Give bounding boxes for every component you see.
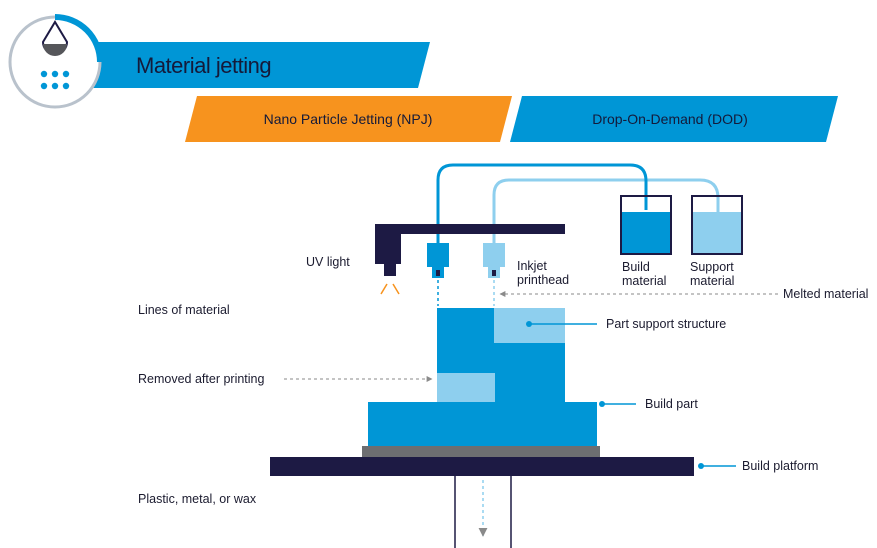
uv-rays (380, 283, 400, 295)
build-material-label-line2: material (622, 274, 666, 288)
labels: UV light Inkjet printhead Build material… (138, 255, 868, 506)
printhead-carriage (375, 224, 565, 306)
page-title: Material jetting (136, 53, 271, 78)
lines-of-material-label: Lines of material (138, 303, 230, 317)
build-platform-label: Build platform (742, 459, 818, 473)
inkjet-label-line2: printhead (517, 273, 569, 287)
support-material-label-line1: Support (690, 260, 734, 274)
build-part-label: Build part (645, 397, 698, 411)
part-support-structure-label: Part support structure (606, 317, 726, 331)
build-platform (270, 457, 694, 476)
title-banner (60, 42, 430, 88)
carriage-bar (375, 224, 565, 234)
build-stack (270, 308, 694, 548)
header: Material jetting Nano Particle Jetting (… (8, 14, 838, 142)
uv-light-lamp (384, 264, 396, 276)
droplet-dots-icon (8, 14, 103, 109)
inkjet-label-line1: Inkjet (517, 259, 547, 273)
tab-npj[interactable]: Nano Particle Jetting (NPJ) (185, 96, 512, 142)
build-material-label-line1: Build (622, 260, 650, 274)
build-material-tank (620, 195, 672, 255)
tab-npj-label: Nano Particle Jetting (NPJ) (264, 111, 433, 127)
removed-after-printing-label: Removed after printing (138, 372, 265, 386)
tab-dod-label: Drop-On-Demand (DOD) (592, 111, 748, 127)
build-part-base (368, 402, 597, 446)
uv-light-label: UV light (306, 255, 350, 269)
support-printhead (483, 243, 505, 278)
support-material-label-line2: material (690, 274, 734, 288)
feed-tubes (436, 163, 720, 243)
platform-plate (362, 446, 600, 457)
uv-light-housing (375, 224, 401, 264)
melted-material-label: Melted material (783, 287, 868, 301)
build-feed-tube (436, 163, 648, 243)
support-material-tank (691, 195, 743, 255)
plastic-metal-wax-label: Plastic, metal, or wax (138, 492, 257, 506)
removable-support-block (437, 373, 495, 402)
build-printhead (427, 243, 449, 278)
support-feed-tube (492, 178, 720, 243)
tab-dod[interactable]: Drop-On-Demand (DOD) (510, 96, 838, 142)
callouts (284, 291, 778, 469)
